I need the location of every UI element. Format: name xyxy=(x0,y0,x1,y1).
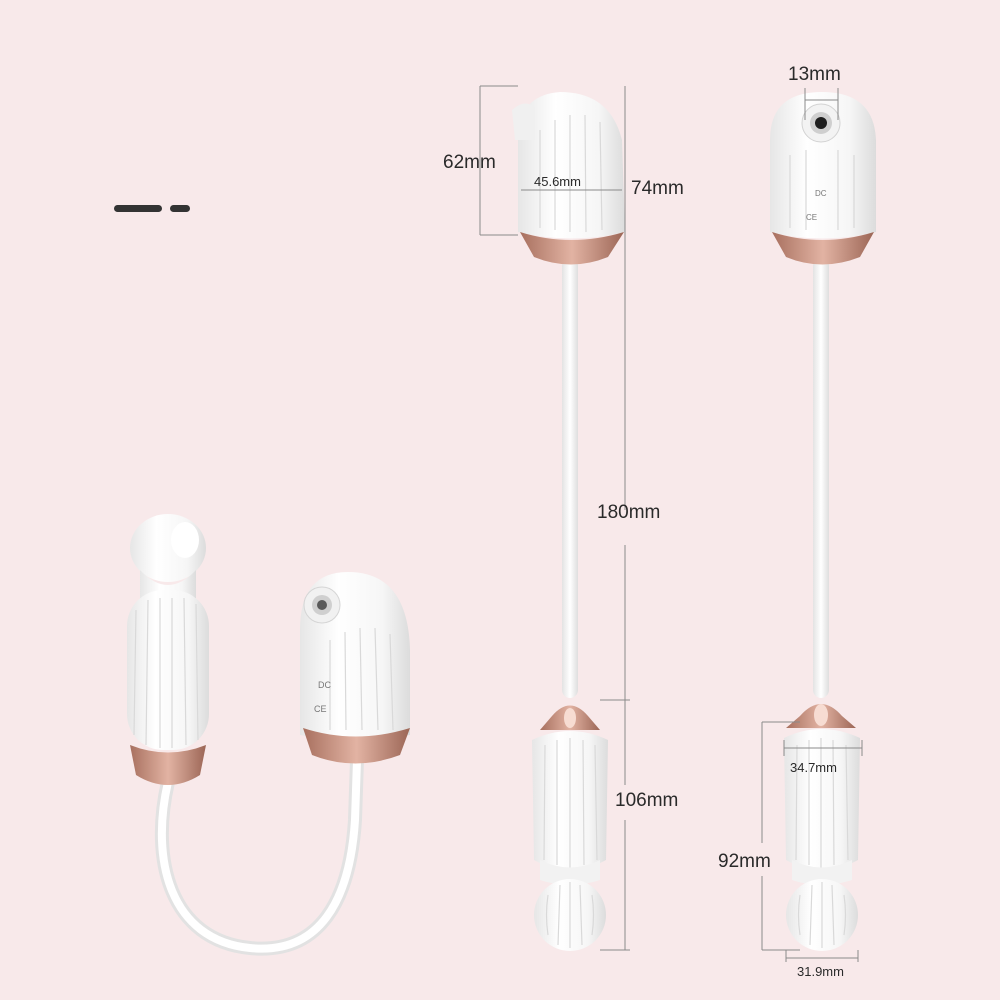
suction-height-label: 62mm xyxy=(443,152,496,173)
ce-marking-front: CE xyxy=(806,213,817,222)
dimension-lines-middle xyxy=(479,85,630,951)
dimension-lines-right xyxy=(761,88,863,962)
dash-decoration xyxy=(114,205,190,212)
front-view-device: DC CE 13mm 34.7mm 92mm 31.9mm xyxy=(718,64,876,979)
egg-vibrator-left xyxy=(127,514,209,785)
dc-marking-front: DC xyxy=(815,189,827,198)
egg-tip-diameter-label: 31.9mm xyxy=(797,964,844,979)
dc-marking: DC xyxy=(318,680,331,690)
egg-body-length-label: 92mm xyxy=(718,851,771,872)
suction-hole-label: 13mm xyxy=(788,64,841,85)
assembled-device: DC CE xyxy=(127,514,410,956)
side-view-device: 62mm 45.6mm 74mm 180mm 106mm xyxy=(443,85,684,951)
egg-diameter-label: 34.7mm xyxy=(790,760,837,775)
ce-marking: CE xyxy=(314,704,327,714)
egg-length-label: 106mm xyxy=(615,790,678,811)
suction-head-height-label: 74mm xyxy=(631,178,684,199)
suction-width-label: 45.6mm xyxy=(534,174,581,189)
suction-head-left: DC CE xyxy=(300,572,410,764)
cable-length-label: 180mm xyxy=(597,502,660,523)
